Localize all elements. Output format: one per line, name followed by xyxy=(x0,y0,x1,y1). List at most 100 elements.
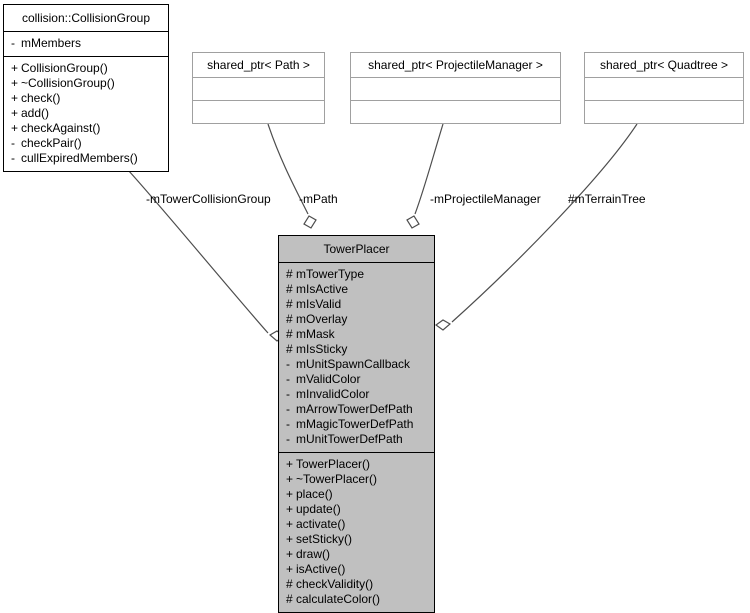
node-title: shared_ptr< Quadtree > xyxy=(599,58,729,72)
operation-name: place() xyxy=(296,487,333,501)
operation-row: +update() xyxy=(286,502,427,517)
node-shared-ptr-quadtree[interactable]: shared_ptr< Quadtree > xyxy=(584,52,744,124)
edge-projectile-manager xyxy=(406,123,444,229)
node-shared-ptr-projectilemanager[interactable]: shared_ptr< ProjectileManager > xyxy=(350,52,561,124)
visibility-marker: # xyxy=(286,342,293,356)
attribute-name: mIsSticky xyxy=(296,342,348,356)
edge-path xyxy=(267,123,317,229)
attribute-row: -mInvalidColor xyxy=(286,387,427,402)
visibility-marker: + xyxy=(286,457,294,471)
operation-row: +draw() xyxy=(286,547,427,562)
visibility-marker: # xyxy=(286,297,293,311)
operation-name: setSticky() xyxy=(296,532,353,546)
visibility-marker: # xyxy=(286,577,293,591)
attribute-row: #mTowerType xyxy=(286,267,427,282)
visibility-marker: - xyxy=(11,151,15,165)
node-title: shared_ptr< Path > xyxy=(207,58,310,72)
attribute-row: -mArrowTowerDefPath xyxy=(286,402,427,417)
attribute-name: mIsValid xyxy=(296,297,342,311)
attribute-name: mUnitTowerDefPath xyxy=(296,432,403,446)
operation-row: +isActive() xyxy=(286,562,427,577)
operation-name: CollisionGroup() xyxy=(21,61,108,75)
visibility-marker: # xyxy=(286,592,293,606)
visibility-marker: + xyxy=(11,121,19,135)
attribute-row: -mUnitSpawnCallback xyxy=(286,357,427,372)
visibility-marker: - xyxy=(11,136,15,150)
attribute-row: #mIsSticky xyxy=(286,342,427,357)
operation-name: draw() xyxy=(296,547,331,561)
operation-row: +activate() xyxy=(286,517,427,532)
attribute-row: #mOverlay xyxy=(286,312,427,327)
visibility-marker: - xyxy=(286,417,290,431)
attribute-name: mValidColor xyxy=(296,372,361,386)
compartment-divider xyxy=(279,452,434,453)
operation-row: +check() xyxy=(11,91,161,106)
node-title: TowerPlacer xyxy=(323,242,390,256)
operation-row: -checkPair() xyxy=(11,136,161,151)
node-shared-ptr-path[interactable]: shared_ptr< Path > xyxy=(192,52,325,124)
visibility-marker: - xyxy=(286,432,290,446)
attribute-row: -mMagicTowerDefPath xyxy=(286,417,427,432)
attribute-name: mArrowTowerDefPath xyxy=(296,402,413,416)
edge-label-path: -mPath xyxy=(299,192,338,206)
compartment-divider xyxy=(351,100,560,101)
edge-terrain-tree xyxy=(434,123,638,331)
attribute-name: mMembers xyxy=(21,36,82,50)
visibility-marker: + xyxy=(286,532,294,546)
edge-label-tower-collision-group: -mTowerCollisionGroup xyxy=(146,192,271,206)
node-towerplacer[interactable]: TowerPlacer #mTowerType #mIsActive #mIsV… xyxy=(278,235,435,613)
compartment-divider xyxy=(4,31,168,32)
operation-name: update() xyxy=(296,502,341,516)
edge-label-terrain-tree: #mTerrainTree xyxy=(568,192,646,206)
visibility-marker: + xyxy=(11,91,19,105)
compartment-divider xyxy=(351,77,560,78)
visibility-marker: + xyxy=(11,76,19,90)
attribute-name: mMagicTowerDefPath xyxy=(296,417,414,431)
attribute-name: mIsActive xyxy=(296,282,349,296)
operation-row: +CollisionGroup() xyxy=(11,61,161,76)
attribute-row: -mValidColor xyxy=(286,372,427,387)
visibility-marker: + xyxy=(286,487,294,501)
compartment-divider xyxy=(4,56,168,57)
attribute-name: mTowerType xyxy=(296,267,365,281)
operation-name: checkPair() xyxy=(21,136,82,150)
operation-name: check() xyxy=(21,91,61,105)
attribute-row: -mUnitTowerDefPath xyxy=(286,432,427,447)
operations-compartment xyxy=(351,101,560,123)
node-collision-collisiongroup[interactable]: collision::CollisionGroup -mMembers +Col… xyxy=(3,4,169,172)
operation-name: checkAgainst() xyxy=(21,121,101,135)
attributes-compartment: -mMembers xyxy=(4,32,168,56)
compartment-divider xyxy=(585,77,743,78)
operation-name: activate() xyxy=(296,517,346,531)
operations-compartment: +CollisionGroup() +~CollisionGroup() +ch… xyxy=(4,57,168,171)
operation-name: cullExpiredMembers() xyxy=(21,151,138,165)
operation-row: +TowerPlacer() xyxy=(286,457,427,472)
operation-row: +place() xyxy=(286,487,427,502)
visibility-marker: - xyxy=(286,387,290,401)
visibility-marker: + xyxy=(286,502,294,516)
visibility-marker: + xyxy=(286,547,294,561)
visibility-marker: # xyxy=(286,312,293,326)
visibility-marker: - xyxy=(286,402,290,416)
visibility-marker: + xyxy=(286,562,294,576)
visibility-marker: # xyxy=(286,327,293,341)
visibility-marker: + xyxy=(286,517,294,531)
operation-name: checkValidity() xyxy=(296,577,374,591)
operation-row: +setSticky() xyxy=(286,532,427,547)
compartment-divider xyxy=(585,100,743,101)
attributes-compartment xyxy=(351,78,560,100)
visibility-marker: - xyxy=(286,357,290,371)
visibility-marker: # xyxy=(286,267,293,281)
operations-compartment xyxy=(193,101,324,123)
compartment-divider xyxy=(193,100,324,101)
attribute-row: -mMembers xyxy=(11,36,161,51)
operation-name: ~TowerPlacer() xyxy=(296,472,378,486)
visibility-marker: - xyxy=(11,36,15,50)
operation-row: #checkValidity() xyxy=(286,577,427,592)
attribute-name: mUnitSpawnCallback xyxy=(296,357,411,371)
edge-label-projectile-manager: -mProjectileManager xyxy=(430,192,541,206)
compartment-divider xyxy=(193,77,324,78)
visibility-marker: + xyxy=(11,61,19,75)
operation-row: -cullExpiredMembers() xyxy=(11,151,161,166)
